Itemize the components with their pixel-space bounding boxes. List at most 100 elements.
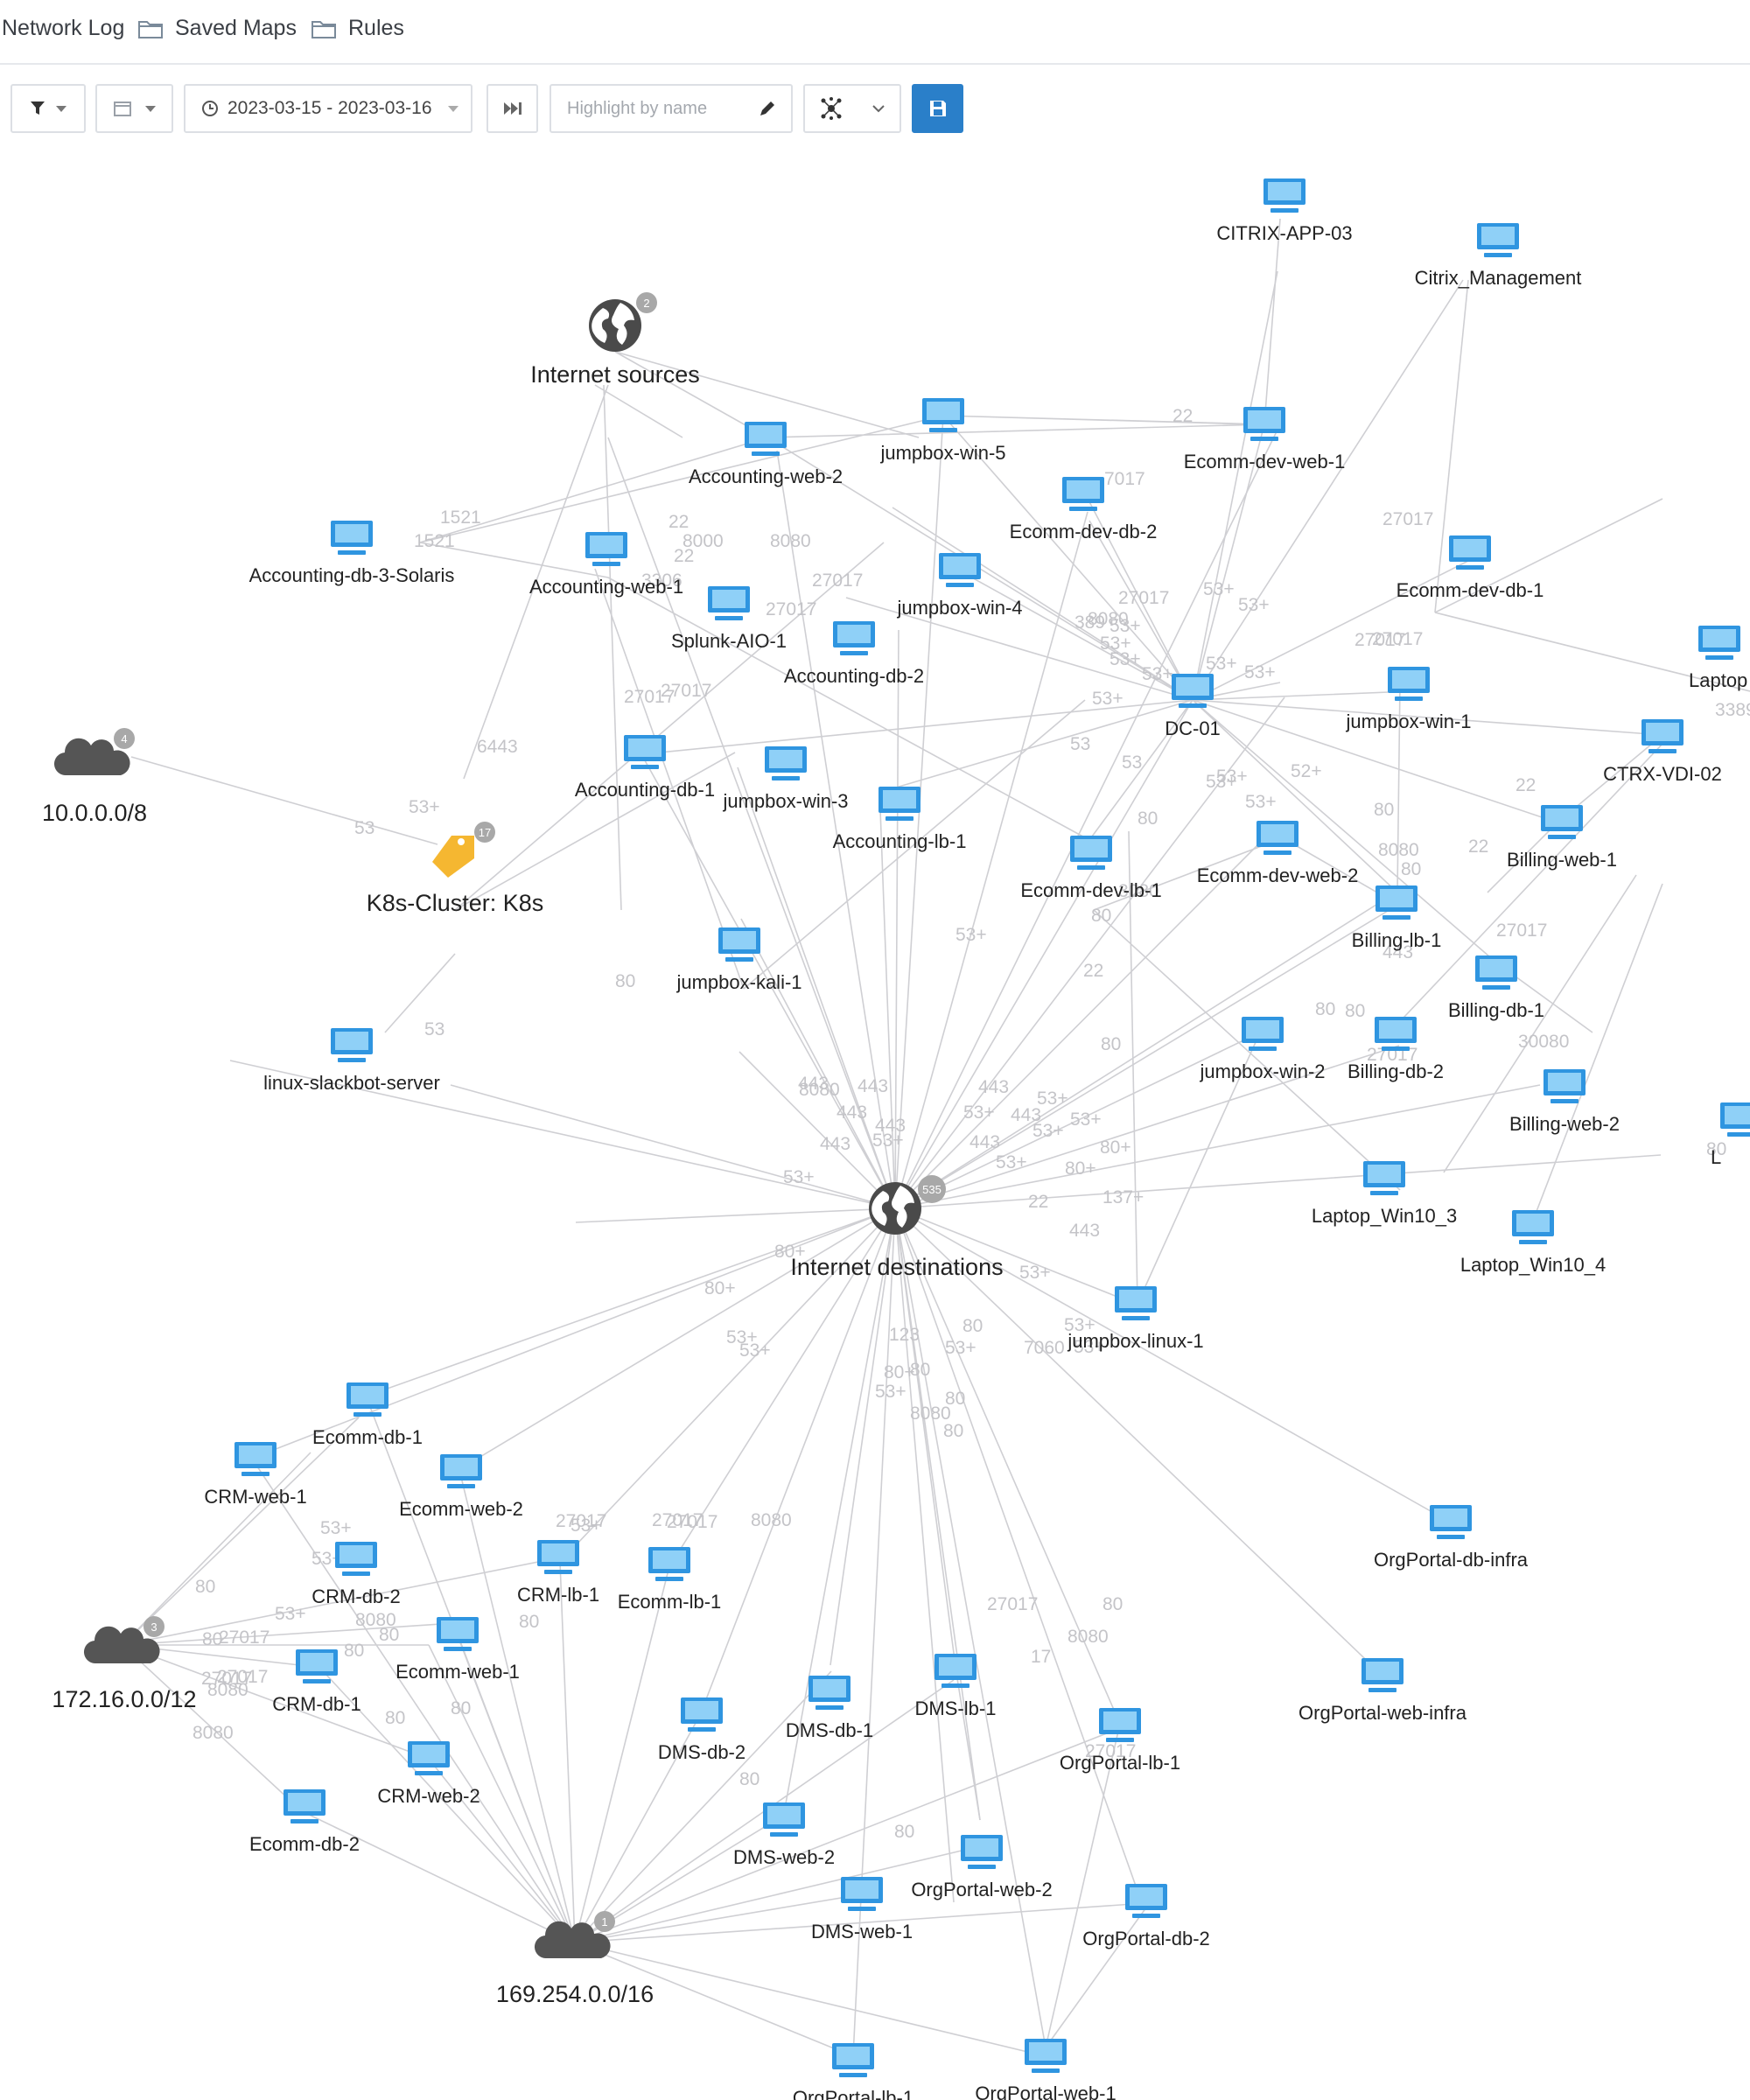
top-nav: Network Log Saved Maps Rules	[0, 0, 1750, 65]
host-node[interactable]: Accounting-db-2	[784, 621, 924, 687]
monitor-icon	[1363, 1161, 1405, 1195]
host-node[interactable]: Billing-db-2	[1348, 1017, 1444, 1082]
host-node[interactable]: Ecomm-dev-web-1	[1184, 407, 1346, 472]
network-172-node[interactable]: 3 172.16.0.0/12	[52, 1616, 197, 1712]
host-node[interactable]: Citrix_Management	[1415, 223, 1582, 289]
count-badge	[474, 822, 495, 843]
port-label: 80	[962, 1316, 983, 1336]
layout-dropdown[interactable]	[803, 84, 901, 133]
host-node[interactable]: Ecomm-web-2	[399, 1454, 523, 1520]
host-node[interactable]: jumpbox-linux-1	[1067, 1286, 1204, 1352]
host-node[interactable]: DMS-db-2	[658, 1698, 746, 1763]
host-node[interactable]: OrgPortal-lb-1	[1060, 1708, 1180, 1774]
nav-saved-maps[interactable]: Saved Maps	[138, 16, 297, 41]
port-label: 53+	[1216, 766, 1248, 787]
monitor-icon	[1025, 2039, 1067, 2073]
host-node[interactable]: Ecomm-dev-db-1	[1396, 536, 1544, 601]
host-node[interactable]: Accounting-db-3-Solaris	[249, 521, 455, 586]
port-label: 80+	[704, 1278, 736, 1298]
host-node[interactable]: Billing-web-2	[1509, 1069, 1620, 1135]
monitor-icon	[1256, 821, 1298, 855]
host-node[interactable]: jumpbox-win-1	[1345, 667, 1472, 732]
save-map-button[interactable]	[912, 84, 963, 133]
host-node[interactable]: Splunk-AIO-1	[671, 586, 787, 652]
highlight-search[interactable]	[550, 84, 793, 133]
host-node[interactable]: linux-slackbot-server	[263, 1028, 440, 1094]
host-node[interactable]: DMS-web-2	[733, 1802, 835, 1868]
host-node[interactable]: jumpbox-win-5	[879, 398, 1006, 464]
monitor-icon	[833, 621, 875, 655]
host-node[interactable]: Laptop	[1689, 626, 1747, 691]
host-node[interactable]: Ecomm-dev-lb-1	[1020, 836, 1162, 901]
calendar-dropdown[interactable]	[95, 84, 173, 133]
filter-dropdown[interactable]	[10, 84, 86, 133]
host-node[interactable]: jumpbox-win-4	[896, 553, 1023, 619]
k8s-cluster-node[interactable]: 17 K8s-Cluster: K8s	[367, 822, 544, 916]
internet-sources-node[interactable]: 2 Internet sources	[530, 292, 700, 388]
port-label: 53+	[1245, 792, 1277, 812]
host-node[interactable]: Ecomm-db-2	[249, 1789, 360, 1855]
monitor-icon	[331, 1028, 373, 1062]
host-node[interactable]: Accounting-web-1	[529, 532, 683, 598]
date-range-picker[interactable]: 2023-03-15 - 2023-03-16	[184, 84, 472, 133]
highlight-by-name-input[interactable]	[565, 97, 748, 120]
nav-rules-label: Rules	[348, 16, 404, 40]
monitor-icon	[808, 1676, 850, 1710]
host-label: Laptop_Win10_4	[1460, 1254, 1606, 1276]
host-node[interactable]: jumpbox-win-2	[1199, 1017, 1326, 1082]
port-label: 443	[836, 1102, 867, 1123]
host-node[interactable]: jumpbox-win-3	[722, 746, 849, 812]
internet-destinations-node[interactable]: 535 Internet destinations	[790, 1175, 1004, 1280]
host-node[interactable]: OrgPortal-web-infra	[1298, 1658, 1467, 1724]
host-node[interactable]: Ecomm-web-1	[396, 1617, 520, 1683]
nav-rules[interactable]: Rules	[312, 16, 404, 41]
host-node[interactable]: DMS-db-1	[786, 1676, 873, 1741]
host-node[interactable]: OrgPortal-lb-1	[793, 2043, 914, 2100]
host-node[interactable]: OrgPortal-web-1	[975, 2039, 1116, 2100]
pencil-icon[interactable]	[758, 99, 777, 118]
count-badge	[144, 1616, 164, 1637]
host-node[interactable]: OrgPortal-db-2	[1082, 1884, 1210, 1950]
nav-network-log[interactable]: Network Log	[2, 16, 124, 41]
port-label: 80+	[1065, 1158, 1096, 1179]
host-node[interactable]: CTRX-VDI-02	[1603, 719, 1722, 785]
host-node[interactable]: Ecomm-lb-1	[618, 1547, 722, 1613]
host-node[interactable]: Billing-db-1	[1448, 956, 1544, 1021]
host-node[interactable]: OrgPortal-db-infra	[1374, 1505, 1529, 1571]
network-10-node[interactable]: 4 10.0.0.0/8	[42, 728, 147, 826]
host-node[interactable]: CITRIX-APP-03	[1216, 178, 1353, 244]
host-node[interactable]: Laptop_Win10_3	[1312, 1161, 1457, 1227]
host-label: DMS-db-1	[786, 1719, 873, 1741]
host-node[interactable]: DC-01	[1165, 674, 1221, 739]
host-node[interactable]: DMS-lb-1	[915, 1654, 997, 1719]
host-node[interactable]: jumpbox-kali-1	[676, 928, 802, 993]
host-node[interactable]: Accounting-web-2	[689, 422, 843, 487]
host-node[interactable]: CRM-lb-1	[517, 1540, 599, 1606]
monitor-icon	[440, 1454, 482, 1488]
host-node[interactable]: OrgPortal-web-2	[911, 1835, 1053, 1900]
host-node[interactable]: CRM-web-1	[204, 1442, 307, 1508]
host-node[interactable]: CRM-db-2	[312, 1542, 401, 1607]
port-label: 27017	[667, 1512, 718, 1532]
host-node[interactable]: CRM-db-1	[272, 1649, 361, 1715]
port-label: 53+	[1037, 1088, 1068, 1109]
host-node[interactable]: Ecomm-db-1	[312, 1382, 423, 1448]
host-node[interactable]: Accounting-db-1	[575, 735, 715, 801]
host-node[interactable]: L	[1711, 1102, 1750, 1168]
host-node[interactable]: Billing-web-1	[1507, 805, 1617, 871]
host-node[interactable]: Billing-lb-1	[1352, 886, 1442, 951]
host-label: Accounting-lb-1	[833, 830, 967, 852]
host-node[interactable]: CRM-web-2	[377, 1741, 480, 1807]
host-node[interactable]: Accounting-lb-1	[833, 787, 967, 852]
monitor-icon	[624, 735, 666, 769]
port-label: 80	[1138, 808, 1158, 829]
host-node[interactable]: Ecomm-dev-web-2	[1197, 821, 1359, 886]
host-node[interactable]: Ecomm-dev-db-2	[1010, 477, 1158, 542]
network-layout-icon	[821, 97, 842, 120]
host-node[interactable]: DMS-web-1	[811, 1877, 913, 1942]
monitor-icon	[284, 1789, 326, 1824]
network-169-node[interactable]: 1 169.254.0.0/16	[496, 1911, 654, 2007]
host-node[interactable]: Laptop_Win10_4	[1460, 1210, 1606, 1276]
skip-to-end-button[interactable]	[486, 84, 538, 133]
